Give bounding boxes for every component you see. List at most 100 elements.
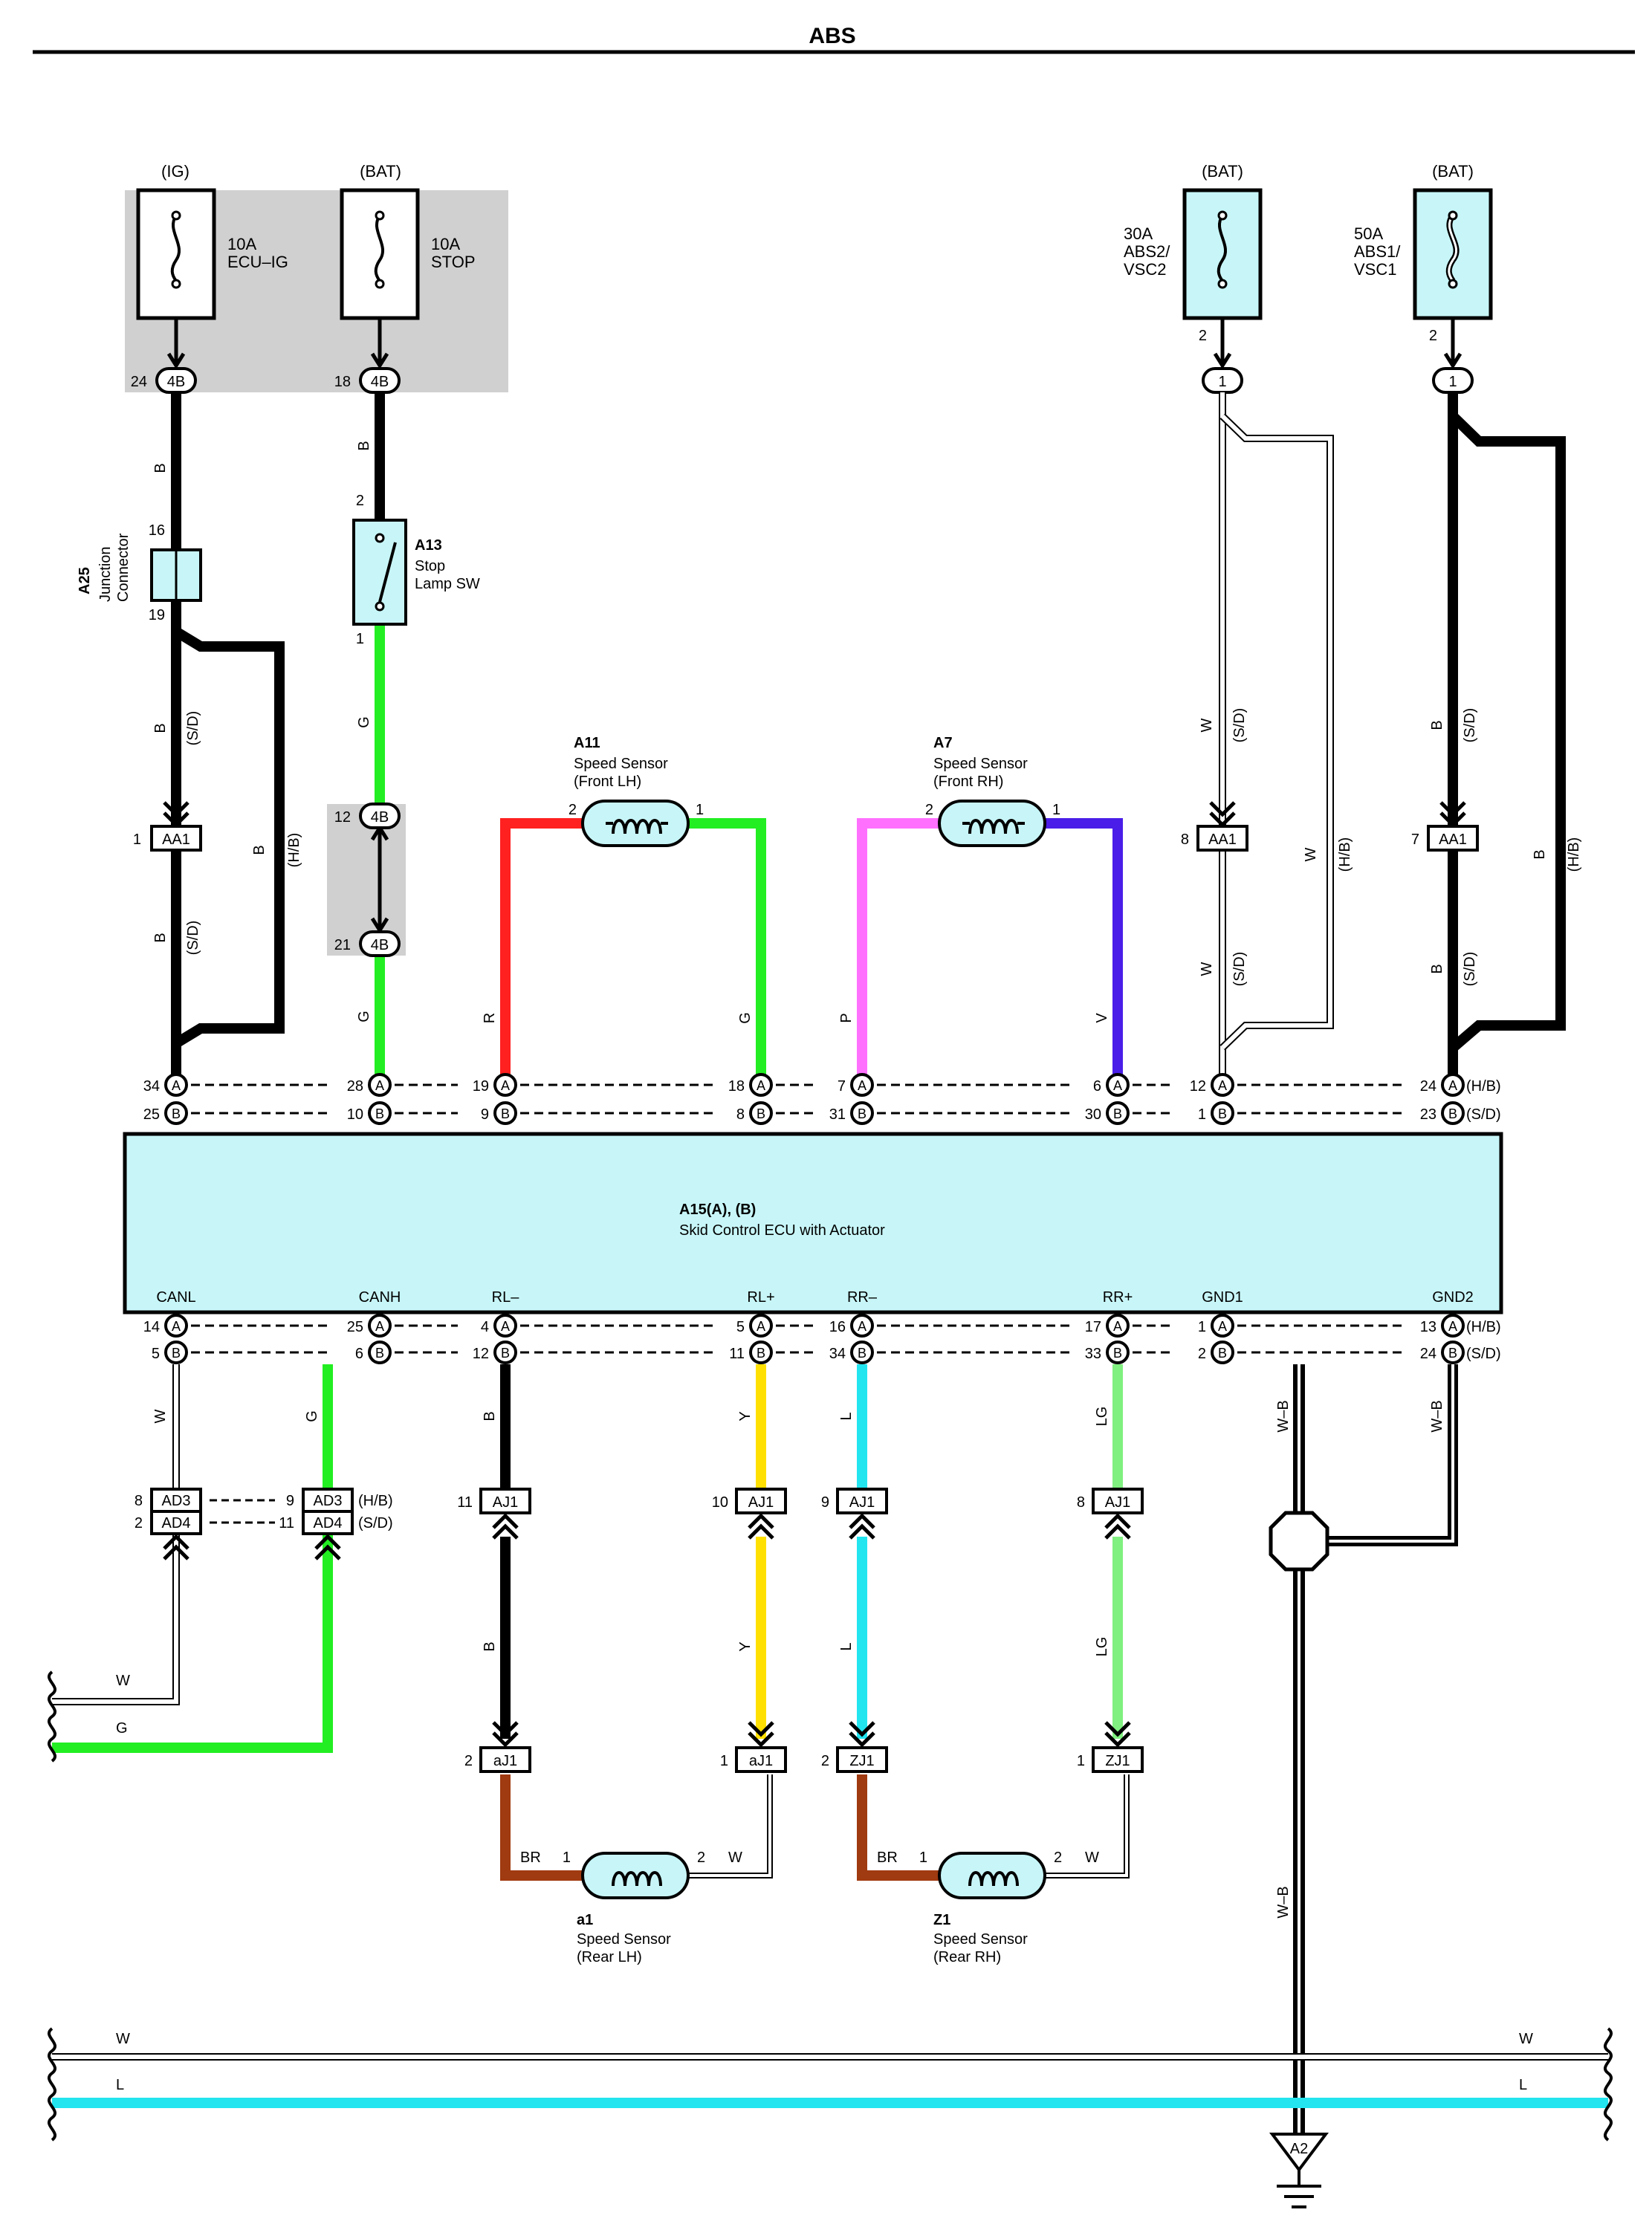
ecu-bottom-pin-a-label: A: [501, 1319, 510, 1334]
fuse-abs1-name1: ABS1/: [1354, 242, 1401, 261]
svg-text:1: 1: [563, 1850, 571, 1866]
ecu-bottom-pin-b-label: B: [1218, 1346, 1227, 1361]
wire-bm: B (S/D) B (S/D) B (H/B): [1429, 392, 1582, 1085]
ecu-bottom-pin-b: [493, 1341, 517, 1364]
ecu-top-pin-a-label: A: [757, 1078, 765, 1093]
break-mark-left: [48, 1670, 56, 1763]
svg-text:Speed Sensor: Speed Sensor: [574, 756, 668, 772]
ecu-bottom-num-b: 33: [1085, 1346, 1101, 1362]
junction-connector-a25: 16 19 A25 Junction Connector: [77, 522, 202, 623]
a11-id: A11: [574, 735, 600, 751]
source-bat2-label: (BAT): [1202, 162, 1243, 181]
ecu-bottom-pin-b-label: B: [375, 1346, 384, 1361]
svg-text:BR: BR: [520, 1850, 541, 1866]
svg-text:G: G: [356, 716, 372, 728]
ecu-bottom-pin-a: [850, 1314, 874, 1338]
svg-text:2: 2: [1429, 328, 1437, 344]
ecu-bottom-terminal-label: CANH: [359, 1289, 401, 1306]
connector-ad3-ad4-right: AD3 AD4 9 11 (H/B) (S/D): [279, 1488, 393, 1560]
svg-text:L: L: [1519, 2077, 1527, 2093]
ecu-top-pin-b-label: B: [757, 1106, 765, 1121]
svg-text:(S/D): (S/D): [185, 921, 201, 956]
fuse-abs1-name2: VSC1: [1354, 260, 1396, 279]
ecu-top-pin-a: [1106, 1073, 1130, 1097]
svg-text:G: G: [737, 1012, 754, 1024]
svg-text:B: B: [251, 845, 268, 855]
stop-lamp-switch-a13: A13 Stop Lamp SW: [352, 519, 480, 626]
wire-stp: B G G 2 1: [356, 392, 389, 1085]
connector-aj1-top-pin: 10: [712, 1494, 728, 1511]
connector-aj1-bottom: [479, 1746, 531, 1773]
fuse-stop-name: STOP: [431, 253, 476, 271]
ecu-top-num-a: 6: [1093, 1078, 1101, 1095]
ecu-top-pin-b: [1106, 1101, 1130, 1125]
svg-text:B: B: [152, 933, 169, 942]
svg-text:2: 2: [1199, 328, 1207, 344]
svg-text:B: B: [482, 1641, 498, 1651]
svg-text:1: 1: [696, 802, 704, 818]
svg-text:(H/B): (H/B): [358, 1493, 393, 1509]
ecu-bottom-num-a: 25: [347, 1319, 363, 1335]
connector-aj1-top-label: AJ1: [748, 1494, 774, 1511]
svg-text:8: 8: [135, 1493, 143, 1509]
ecu-bottom-pin-a-label: A: [757, 1319, 765, 1334]
connector-aj1-bottom-arrows: [849, 1721, 875, 1748]
svg-text:W: W: [152, 1409, 169, 1423]
connector-aj1-top: [836, 1488, 888, 1514]
svg-text:W: W: [116, 1673, 130, 1689]
ecu-top-variant-sd: (S/D): [1466, 1106, 1501, 1123]
svg-text:4B: 4B: [167, 374, 185, 390]
ecu-bottom-terminal-label: GND1: [1202, 1289, 1243, 1306]
connector-aj1-top: [1092, 1488, 1144, 1514]
ecu-top-pin-a-label: A: [1448, 1078, 1457, 1093]
ecu-top-pin-a: [1211, 1073, 1234, 1097]
ecu-bottom-terminals: AB145CANLAB256CANHAB412RL–AB511RL+AB1634…: [143, 1289, 1501, 1364]
svg-text:B: B: [1429, 964, 1445, 973]
svg-text:G: G: [356, 1011, 372, 1022]
connector-aj1-bottom-arrows: [1104, 1721, 1131, 1748]
svg-text:W: W: [728, 1850, 742, 1866]
wire-rr-plus: LG LG W: [1040, 1364, 1130, 1878]
ecu-top-pin-a: [368, 1073, 392, 1097]
ecu-bottom-pin-a: [1441, 1314, 1465, 1338]
svg-text:B: B: [152, 463, 169, 473]
ecu-top-pin-b-label: B: [172, 1106, 181, 1121]
ecu-bottom-pin-b-label: B: [757, 1346, 765, 1361]
connector-aj1-bottom-arrows: [492, 1721, 519, 1748]
connector-aa1-bm: AA1 7: [1411, 801, 1479, 852]
speed-sensor-z1: 1 2 Z1 Speed Sensor (Rear RH): [919, 1850, 1062, 1965]
svg-text:(S/D): (S/D): [1231, 952, 1248, 987]
svg-text:24: 24: [131, 374, 147, 390]
svg-text:21: 21: [334, 937, 351, 953]
svg-text:Speed Sensor: Speed Sensor: [577, 1931, 671, 1948]
fuse-abs2-name1: ABS2/: [1124, 242, 1170, 261]
ground-a2: A2: [1269, 2133, 1329, 2208]
connector-aj1-bottom-arrows: [748, 1721, 774, 1748]
svg-text:Y: Y: [737, 1411, 754, 1421]
wire-rl-plus: Y Y W: [684, 1364, 773, 1878]
svg-text:AD4: AD4: [314, 1515, 343, 1531]
ecu-bottom-num-a: 17: [1085, 1319, 1101, 1335]
ecu-top-pin-b-label: B: [1448, 1106, 1457, 1121]
speed-sensor-a1: 1 2 a1 Speed Sensor (Rear LH): [563, 1850, 705, 1965]
ecu-bottom-terminal-label: GND2: [1432, 1289, 1474, 1306]
svg-text:B: B: [1532, 849, 1548, 859]
ecu-bottom-pin-b-label: B: [501, 1346, 510, 1361]
svg-text:AD3: AD3: [314, 1493, 343, 1509]
source-ig-label: (IG): [161, 162, 190, 181]
wire-fr: P V 2 1: [838, 802, 1123, 1085]
svg-text:AD3: AD3: [162, 1493, 191, 1509]
svg-text:W–B: W–B: [1275, 1886, 1292, 1918]
svg-text:(Front LH): (Front LH): [574, 774, 641, 790]
ecu-top-pin-b-label: B: [1113, 1106, 1122, 1121]
svg-text:18: 18: [334, 374, 351, 390]
svg-text:LG: LG: [1094, 1637, 1110, 1657]
svg-text:W: W: [1199, 718, 1215, 732]
page-title: ABS: [809, 24, 855, 48]
connector-aj1-bottom-label: aJ1: [749, 1753, 773, 1769]
ecu-bottom-num-b: 12: [473, 1346, 489, 1362]
a7-id: A7: [933, 735, 953, 751]
connector-aj1-top-label: AJ1: [849, 1494, 875, 1511]
connector-aj1-bottom-pin: 1: [1077, 1753, 1085, 1769]
svg-text:W: W: [1085, 1850, 1099, 1866]
